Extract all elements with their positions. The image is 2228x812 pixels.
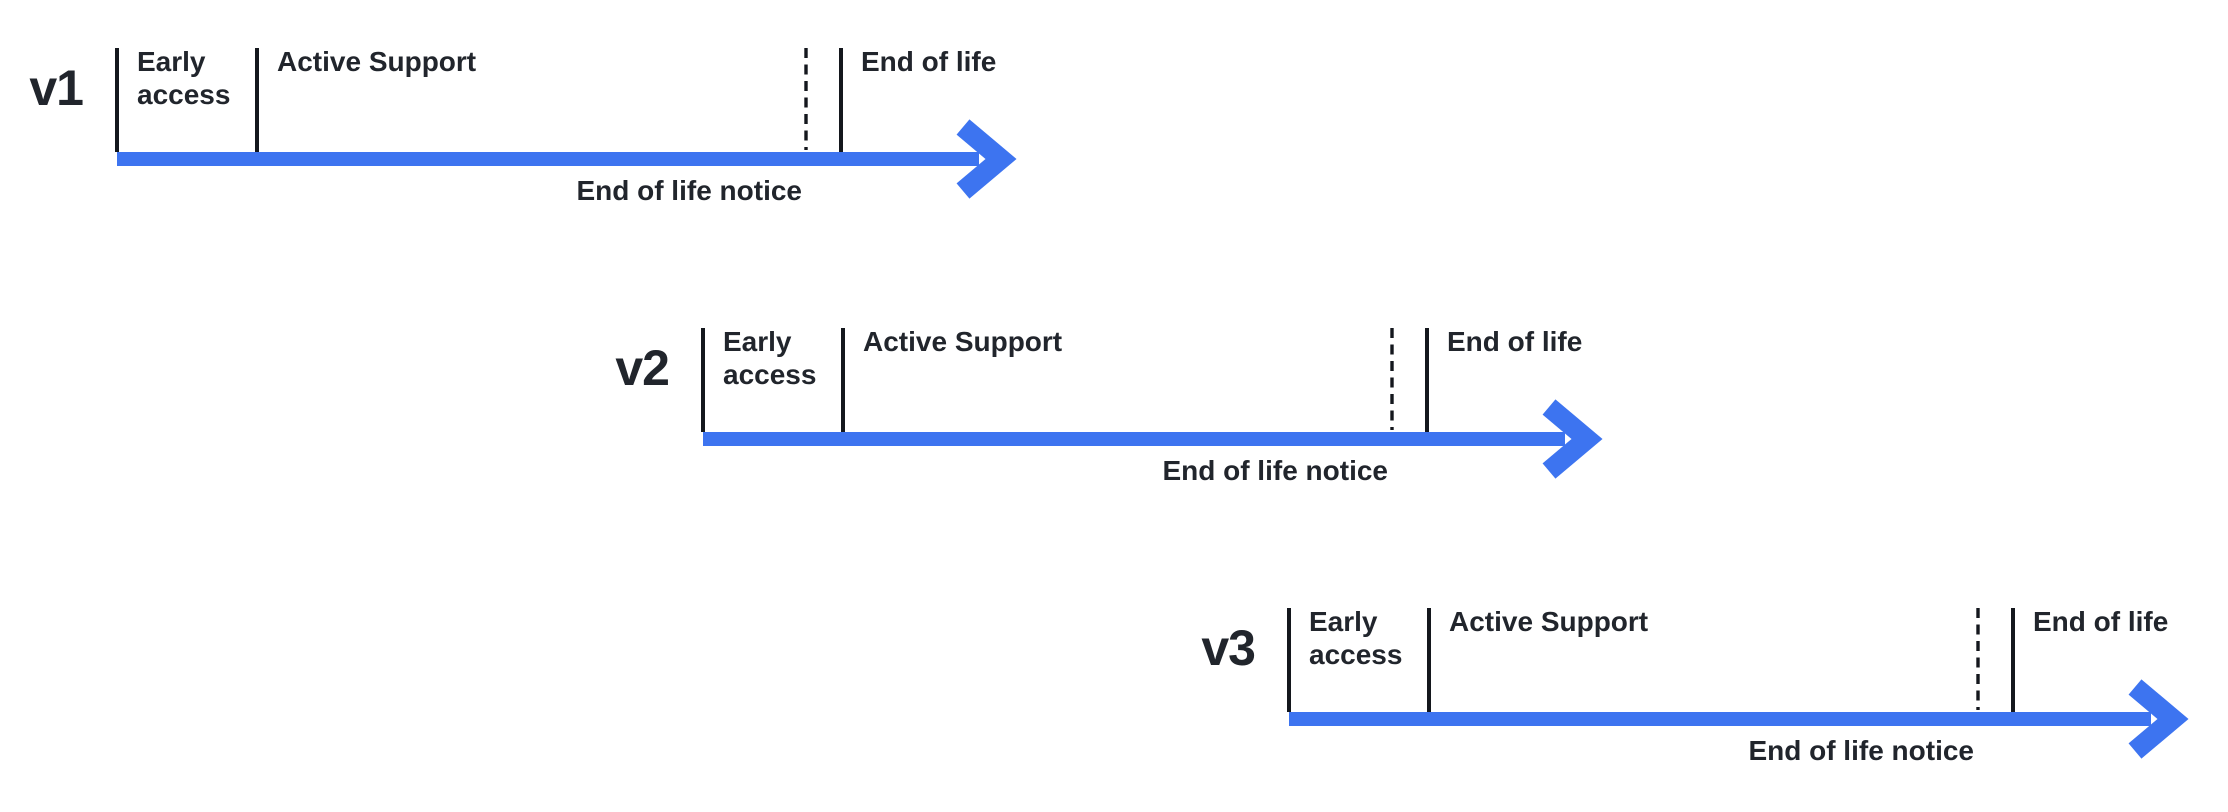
- end-of-life-label: End of life: [1447, 326, 1583, 357]
- timeline-arrow-graphic: [1287, 608, 2189, 759]
- timeline-row-v3: v3 Early access Active Support End of li…: [1201, 606, 2228, 812]
- active-support-label: Active Support: [863, 326, 1063, 357]
- timeline-bar: [703, 432, 1565, 446]
- timeline-row-v2: v2 Early access Active Support End of li…: [615, 326, 1803, 538]
- version-label: v3: [1201, 620, 1256, 676]
- arrowhead: [1542, 399, 1603, 479]
- timeline-arrow-graphic: [701, 328, 1603, 479]
- end-of-life-label: End of life: [861, 46, 997, 77]
- arrowhead: [956, 119, 1017, 199]
- end-of-life-notice-label: End of life notice: [576, 175, 802, 206]
- version-label: v1: [29, 60, 84, 116]
- end-of-life-notice-label: End of life notice: [1162, 455, 1388, 486]
- arrowhead: [2128, 679, 2189, 759]
- early-access-label: Early access: [1309, 606, 1403, 670]
- timeline-bar: [117, 152, 979, 166]
- active-support-label: Active Support: [277, 46, 477, 77]
- end-of-life-notice-label: End of life notice: [1748, 735, 1974, 766]
- timeline-row-v1: v1 Early access Active Support End of li…: [29, 46, 1217, 258]
- timeline-arrow-graphic: [115, 48, 1017, 199]
- timeline-bar: [1289, 712, 2151, 726]
- end-of-life-label: End of life: [2033, 606, 2169, 637]
- active-support-label: Active Support: [1449, 606, 1649, 637]
- early-access-label: Early access: [723, 326, 817, 390]
- version-label: v2: [615, 340, 670, 396]
- early-access-label: Early access: [137, 46, 231, 110]
